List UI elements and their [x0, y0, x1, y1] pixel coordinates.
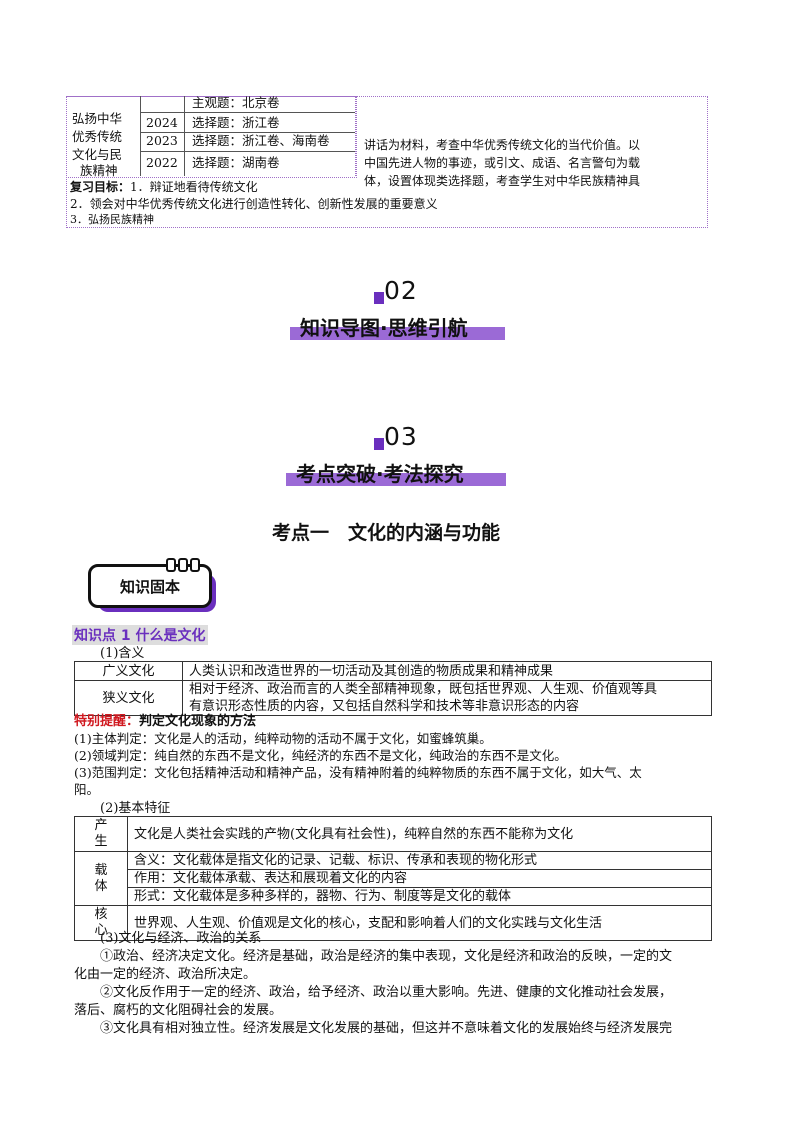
question-row: 主观题：北京卷	[192, 95, 280, 110]
table-row: 产 生 文化是人类社会实践的产物(文化具有社会性)，纯粹自然的东西不能称为文化	[74, 816, 712, 852]
exam-analysis-table: 弘扬中华 优秀传统 文化与民 族精神 2024 2023 2022 主观题：北京…	[66, 95, 708, 228]
meaning-heading: (1)含义	[100, 646, 145, 661]
row-header-char: 心	[94, 923, 108, 938]
left-dotted-block	[66, 96, 357, 178]
banner-title: 考点突破·考法探究	[296, 462, 464, 486]
row-header-char: 体	[94, 878, 108, 894]
row-header-char: 载	[94, 862, 108, 878]
section-number: 03	[384, 422, 418, 451]
definition-line: 相对于经济、政治而言的人类全部精神现象，既包括世界观、人生观、价值观等具	[189, 682, 658, 697]
tip-label: 特别提醒：	[74, 714, 140, 729]
tip-line: 阳。	[74, 782, 100, 797]
row-header: 载 体	[74, 851, 128, 906]
banner-accent	[374, 438, 384, 450]
question-row: 选择题：浙江卷、海南卷	[192, 133, 330, 148]
relation-line: 化由一定的经济、政治所决定。	[74, 967, 257, 982]
banner-band	[290, 327, 505, 340]
term-cell: 狭义文化	[74, 680, 183, 716]
tip-line: (3)范围判定：文化包括精神活动和精神产品，没有精神附着的纯粹物质的东西不属于文…	[74, 765, 642, 780]
topic-line: 文化与民	[72, 147, 123, 162]
goal-item: 1．辩证地看待传统文化	[130, 180, 258, 194]
relation-line: ①政治、经济决定文化。经济是基础，政治是经济的集中表现，文化是经济和政治的反映，…	[100, 949, 673, 964]
topic-line: 族精神	[80, 163, 118, 178]
meaning-table: 广义文化 人类认识和改造世界的一切活动及其创造的物质成果和精神成果 狭义文化 相…	[74, 661, 712, 716]
ring-decoration	[166, 558, 176, 572]
row-header-char: 生	[94, 834, 108, 849]
topic-line: 优秀传统	[72, 129, 123, 144]
feature-cell: 文化是人类社会实践的产物(文化具有社会性)，纯粹自然的东西不能称为文化	[127, 816, 712, 852]
analysis-line: 体，设置体现类选择题，考查学生对中华民族精神具	[364, 174, 641, 188]
analysis-line: 中国先进人物的事迹，或引文、成语、名言警句为载	[364, 156, 641, 170]
definition-line: 有意识形态性质的内容，又包括自然科学和技术等非意识形态的内容	[189, 699, 580, 714]
row-header-char: 产	[94, 818, 108, 833]
banner-accent	[374, 292, 384, 304]
year-2024: 2024	[146, 115, 178, 130]
feature-cell: 含义：文化载体是指文化的记录、记载、标识、传承和表现的物化形式	[127, 851, 712, 870]
relation-heading: (3)文化与经济、政治的关系	[100, 931, 262, 946]
tip-title: 判定文化现象的方法	[139, 714, 257, 729]
ring-decoration	[190, 558, 200, 572]
knowledge-point-heading: 知识点 1 什么是文化	[72, 625, 208, 645]
table-row: 广义文化 人类认识和改造世界的一切活动及其创造的物质成果和精神成果	[74, 661, 712, 681]
section-title: 考点一 文化的内涵与功能	[272, 522, 501, 544]
relation-line: ②文化反作用于一定的经济、政治，给予经济、政治以重大影响。先进、健康的文化推动社…	[100, 985, 673, 1000]
banner-title: 知识导图·思维引航	[300, 316, 468, 340]
table-row: 作用：文化载体承载、表达和展现着文化的内容	[75, 869, 712, 888]
tip-line: (2)领域判定：纯自然的东西不是文化，纯经济的东西不是文化，纯政治的东西不是文化…	[74, 748, 567, 763]
table-row: 核 心 世界观、人生观、价值观是文化的核心，支配和影响着人们的文化实践与文化生活	[74, 905, 712, 941]
review-goals: 复习目标：1．辩证地看待传统文化	[70, 178, 258, 196]
banner-band	[286, 473, 506, 486]
goal-item: 3．弘扬民族精神	[70, 213, 154, 226]
question-row: 选择题：浙江卷	[192, 115, 280, 130]
tip-heading: 特别提醒：判定文化现象的方法	[74, 713, 256, 730]
row-header-char: 核	[94, 907, 108, 922]
row-header: 产 生	[74, 816, 128, 852]
question-row: 选择题：湖南卷	[192, 155, 280, 170]
section-number: 02	[384, 276, 418, 305]
feature-cell: 世界观、人生观、价值观是文化的核心，支配和影响着人们的文化实践与文化生活	[127, 905, 712, 941]
year-2023: 2023	[146, 133, 178, 148]
definition-cell: 相对于经济、政治而言的人类全部精神现象，既包括世界观、人生观、价值观等具 有意识…	[182, 680, 712, 716]
table-row: 狭义文化 相对于经济、政治而言的人类全部精神现象，既包括世界观、人生观、价值观等…	[74, 680, 712, 716]
relation-line: ③文化具有相对独立性。经济发展是文化发展的基础，但这并不意味着文化的发展始终与经…	[100, 1021, 673, 1036]
row-header: 核 心	[74, 905, 128, 941]
goal-item: 2．领会对中华优秀传统文化进行创造性转化、创新性发展的重要意义	[70, 197, 438, 211]
feature-table: 产 生 文化是人类社会实践的产物(文化具有社会性)，纯粹自然的东西不能称为文化 …	[74, 816, 712, 941]
definition-cell: 人类认识和改造世界的一切活动及其创造的物质成果和精神成果	[182, 661, 712, 681]
term-cell: 广义文化	[74, 661, 183, 681]
feature-cell: 作用：文化载体承载、表达和展现着文化的内容	[127, 869, 712, 888]
feature-cell: 形式：文化载体是多种多样的，器物、行为、制度等是文化的载体	[127, 887, 712, 906]
tip-line: (1)主体判定：文化是人的活动，纯粹动物的活动不属于文化，如蜜蜂筑巢。	[74, 731, 492, 746]
relation-line: 落后、腐朽的文化阻碍社会的发展。	[74, 1003, 283, 1018]
analysis-line: 讲话为材料，考查中华优秀传统文化的当代价值。以	[364, 138, 641, 152]
feature-heading: (2)基本特征	[100, 801, 171, 816]
year-2022: 2022	[146, 155, 178, 170]
table-row: 形式：文化载体是多种多样的，器物、行为、制度等是文化的载体	[75, 887, 712, 906]
table-row: 载 体 含义：文化载体是指文化的记录、记载、标识、传承和表现的物化形式	[74, 851, 712, 906]
ring-decoration	[178, 558, 188, 572]
topic-line: 弘扬中华	[72, 111, 123, 126]
review-goals-label: 复习目标：	[70, 180, 131, 194]
